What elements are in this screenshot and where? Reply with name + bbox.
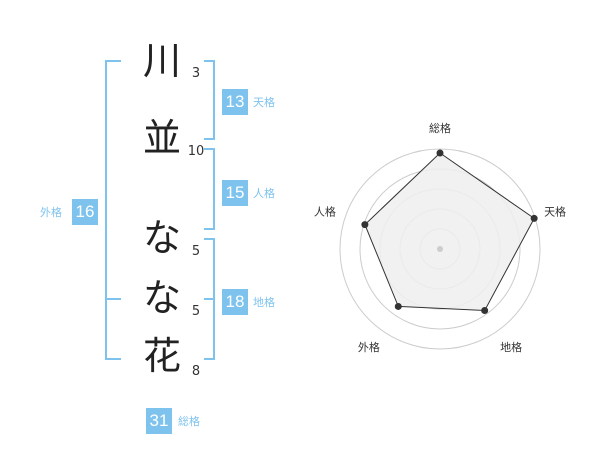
gaikaku-label: 外格: [40, 206, 62, 219]
jinkaku-label: 人格: [253, 187, 275, 200]
gaikaku-bracket: [105, 60, 121, 360]
tenkaku-value-badge: 13: [222, 89, 248, 115]
radar-point-1: [436, 149, 444, 157]
radar-axis-label-3: 地格: [500, 340, 522, 354]
chikaku-value-badge: 18: [222, 289, 248, 315]
jinkaku-value-badge: 15: [222, 180, 248, 206]
jinkaku-bracket: [204, 148, 215, 230]
radar-points: [361, 149, 538, 314]
radar-center-dot: [437, 246, 443, 252]
radar-axis-label-2: 天格: [544, 205, 566, 219]
radar-ring-1: [339, 148, 541, 350]
name-char-4: な: [142, 276, 181, 320]
stroke-count-3: 5: [191, 244, 201, 259]
stroke-count-5: 8: [191, 364, 201, 379]
radar-point-2: [530, 214, 538, 222]
tenkaku-label: 天格: [253, 96, 275, 109]
tenkaku-bracket: [204, 60, 215, 140]
name-char-1: 川: [142, 39, 181, 83]
radar-axis-label-4: 外格: [358, 340, 380, 354]
stroke-count-2: 10: [187, 144, 205, 159]
name-char-2: 並: [142, 116, 181, 160]
gaikaku-bracket-tick: [105, 298, 121, 300]
radar-point-5: [361, 221, 369, 229]
chikaku-bracket-tick: [204, 298, 215, 300]
chikaku-label: 地格: [253, 296, 275, 309]
stroke-count-4: 5: [191, 304, 201, 319]
radar-axis-label-1: 総格: [429, 121, 451, 135]
radar-point-3: [481, 306, 489, 314]
radar-shape: [364, 152, 535, 312]
soukaku-value-badge: 31: [146, 408, 172, 434]
name-char-3: な: [142, 216, 181, 260]
soukaku-label: 総格: [178, 415, 200, 428]
radar-point-4: [394, 302, 402, 310]
stroke-count-1: 3: [191, 66, 201, 81]
name-char-5: 花: [142, 334, 181, 378]
radar-axis-label-5: 人格: [314, 205, 336, 219]
gaikaku-value-badge: 16: [72, 199, 98, 225]
